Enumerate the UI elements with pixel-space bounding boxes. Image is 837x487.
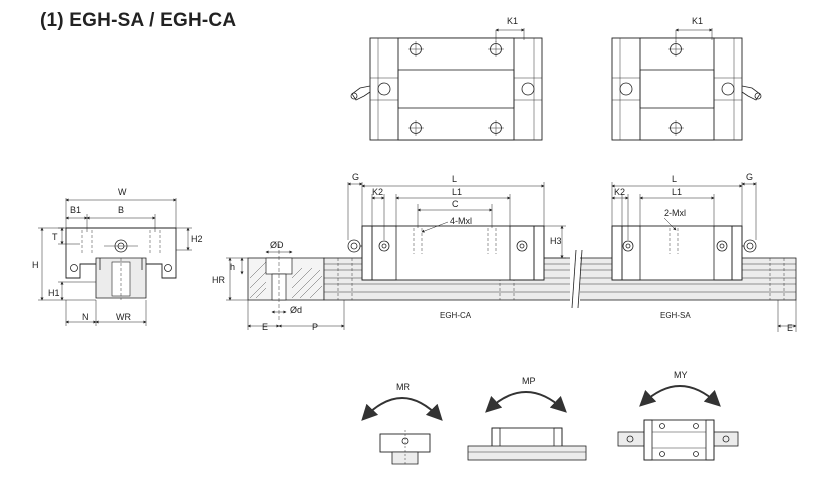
rail-hole [769, 258, 785, 300]
dim-label-l: L [452, 174, 457, 184]
dim-label-k1: K1 [692, 16, 703, 26]
grease-nipple-icon [742, 239, 757, 253]
thread-label: 2-Mxl [664, 208, 686, 218]
dim-label-b1: B1 [70, 205, 81, 215]
caption-egh-ca: EGH-CA [440, 311, 472, 320]
dim-label-l1: L1 [672, 187, 682, 197]
dim-label-k1: K1 [507, 16, 518, 26]
threaded-hole [413, 228, 423, 254]
grease-nipple-icon [741, 85, 762, 101]
rail-hole [337, 258, 353, 300]
moment-mr: MR [361, 382, 443, 466]
caption-egh-sa: EGH-SA [660, 311, 691, 320]
grease-nipple-icon [350, 85, 371, 101]
dim-label-k2: K2 [372, 187, 383, 197]
moment-label-mr: MR [396, 382, 410, 392]
side-view-egh-sa: K2 L L1 G 2-Mxl EGH-SA E [611, 172, 797, 333]
dim-label-e: E [262, 322, 268, 332]
moment-label-my: MY [674, 370, 688, 380]
rotation-arrow-icon [639, 385, 721, 407]
threaded-hole [81, 230, 93, 254]
threaded-hole [487, 228, 497, 254]
moment-mp: MP [467, 376, 587, 461]
dim-label-n: N [82, 312, 89, 322]
moment-my: MY [617, 370, 739, 461]
grease-nipple-icon [347, 239, 362, 253]
side-view-egh-ca: G L K2 L1 C 4-Mxl H3 EGH-CA [347, 172, 566, 320]
dim-label-hr: HR [212, 275, 225, 285]
mounting-hole [488, 120, 504, 136]
rotation-arrow-icon [361, 397, 443, 421]
dim-label-w: W [118, 187, 127, 197]
dim-label-h1: H1 [48, 288, 60, 298]
dim-label-od-small: Ød [290, 305, 302, 315]
dim-label-b: B [118, 205, 124, 215]
rail-cross-section: ØD HR h Ød E P [212, 240, 345, 332]
mounting-hole [408, 41, 424, 57]
moment-label-mp: MP [522, 376, 536, 386]
threaded-hole [669, 228, 679, 254]
dim-label-l1: L1 [452, 187, 462, 197]
top-view-left: K1 [350, 16, 543, 141]
dim-label-t: T [52, 232, 58, 242]
dim-label-e: E [787, 323, 793, 333]
dim-label-h2: H2 [191, 234, 203, 244]
mounting-hole [408, 120, 424, 136]
thread-label: 4-Mxl [450, 216, 472, 226]
rotation-arrow-icon [485, 391, 567, 413]
dim-label-h3: H3 [550, 236, 562, 246]
dim-label-h: H [32, 260, 39, 270]
dim-label-od-big: ØD [270, 240, 284, 250]
dim-label-h-small: h [230, 262, 235, 272]
page-title: (1) EGH-SA / EGH-CA [40, 10, 237, 31]
dim-label-k2: K2 [614, 187, 625, 197]
dim-label-l: L [672, 174, 677, 184]
mounting-hole [668, 41, 684, 57]
dim-label-c: C [452, 199, 459, 209]
mounting-hole [488, 41, 504, 57]
dim-label-p: P [312, 322, 318, 332]
mounting-hole [668, 120, 684, 136]
threaded-hole [149, 230, 161, 254]
dim-label-g: G [352, 172, 359, 182]
dim-label-g: G [746, 172, 753, 182]
dim-label-wr: WR [116, 312, 131, 322]
end-view: W B1 B T H H1 H2 N WR [32, 187, 203, 326]
top-view-right: K1 [611, 16, 762, 141]
